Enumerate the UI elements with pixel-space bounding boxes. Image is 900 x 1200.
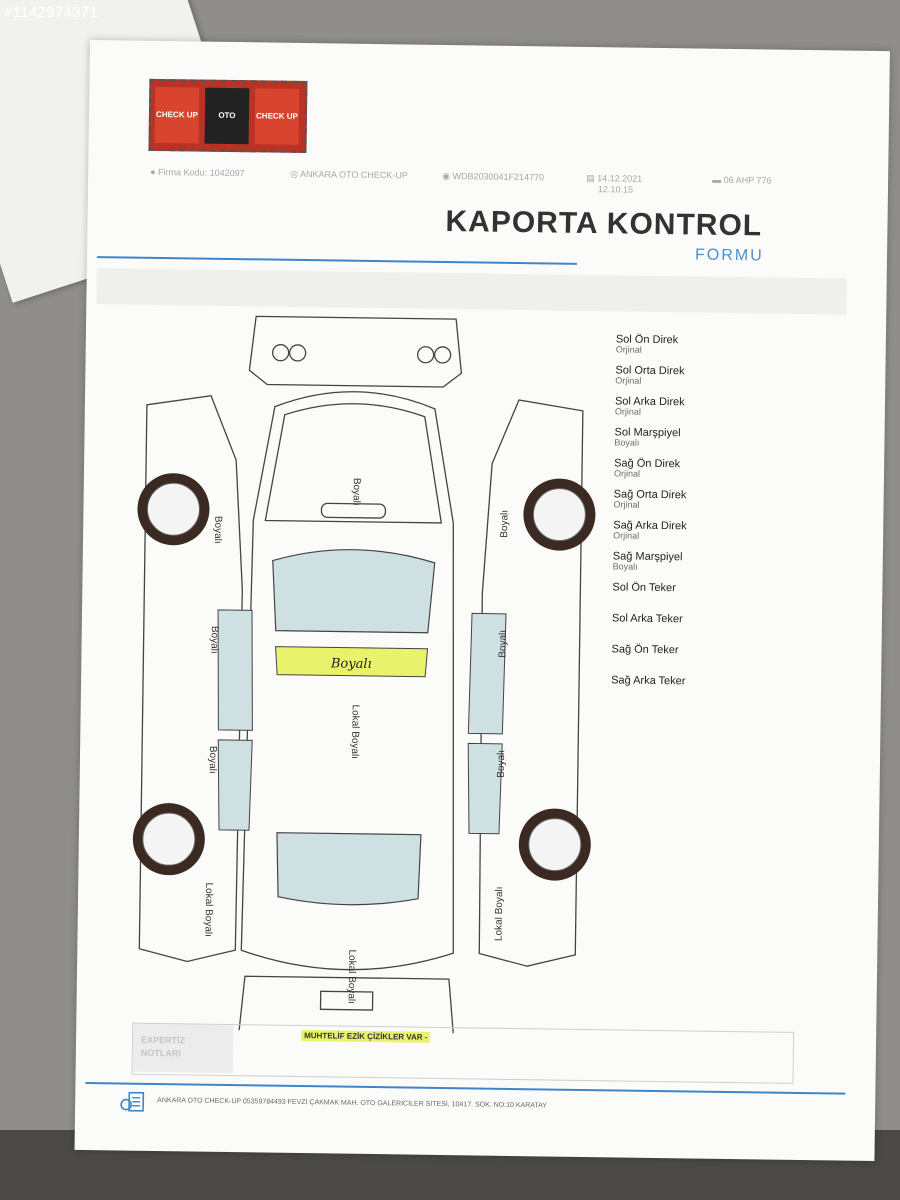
- legend-item: Sol Arka Teker: [611, 612, 683, 626]
- windshield: [272, 549, 436, 634]
- roof-front-highlight: [275, 646, 429, 678]
- notes-text: MUHTELİF EZİK ÇİZİKLER VAR -: [301, 1030, 431, 1043]
- photo-id-watermark: #1142974371: [4, 4, 98, 21]
- firma-kodu: ● Firma Kodu: 1042097: [150, 166, 245, 179]
- inspection-form-sheet: CHECK UP OTO CHECK UP CHECK UP ● Firma K…: [74, 40, 890, 1162]
- rear-bumper: [237, 975, 455, 1036]
- label-right-rear-fender: Lokal Boyalı: [493, 886, 505, 941]
- legend-item: Sağ Ön Teker: [611, 643, 679, 657]
- logo-panel-mid: OTO CHECK UP: [204, 87, 250, 176]
- headlight-left: [272, 344, 290, 362]
- rear-window: [276, 832, 422, 906]
- front-bumper: [248, 315, 463, 388]
- label-right-rear-door: Boyalı: [496, 750, 507, 778]
- label-left-rear-fender: Lokal Boyalı: [202, 882, 214, 937]
- legend-item: Sağ Arka Teker: [611, 674, 686, 688]
- label-trunk: Lokal Boyalı: [346, 949, 358, 1004]
- right-front-window: [467, 612, 507, 735]
- footer-address: ANKARA OTO CHECK-UP 05359784493 FEVZİ ÇA…: [157, 1097, 548, 1110]
- label-roof-front: Boyalı: [330, 656, 372, 672]
- headlight-right: [416, 346, 435, 364]
- company-name: ◎ ANKARA OTO CHECK-UP: [290, 168, 408, 181]
- company-logo: CHECK UP OTO CHECK UP CHECK UP: [148, 78, 308, 176]
- label-roof: Lokal Boyalı: [349, 704, 361, 759]
- header-info-row: ● Firma Kodu: 1042097 ◎ ANKARA OTO CHECK…: [150, 166, 810, 195]
- label-left-front-fender: Boyalı: [212, 516, 223, 544]
- page-subtitle: FORMU: [694, 246, 764, 265]
- legend-item: Sol Ön Teker: [612, 581, 676, 595]
- left-rear-window: [217, 739, 253, 831]
- label-left-front-door: Boyalı: [208, 626, 219, 654]
- label-right-front-door: Boyalı: [497, 630, 508, 658]
- header-band: [96, 268, 847, 315]
- footer-divider: [85, 1082, 846, 1095]
- title-divider: [96, 256, 577, 265]
- right-rear-window: [467, 742, 503, 835]
- logo-panel-right: CHECK UP: [254, 88, 300, 145]
- wheels: [132, 473, 596, 881]
- left-front-window: [217, 609, 253, 731]
- label-right-front-fender: Boyalı: [499, 510, 510, 538]
- label-hood: Boyalı: [351, 478, 362, 506]
- page-title: KAPORTA KONTROL: [445, 204, 763, 243]
- car-body-diagram: Boyalı Boyalı Boyalı Boyalı Lokal Boyalı…: [132, 315, 596, 1036]
- logo-panel-left: CHECK UP: [154, 86, 200, 144]
- top-view-body: [240, 391, 454, 971]
- plate-number: ▬ 06 AHP 776: [712, 174, 772, 186]
- vin-number: ◉ WDB2030041F214770: [442, 170, 545, 183]
- location-document-icon: [120, 1091, 145, 1112]
- label-left-rear-door: Boyalı: [207, 746, 218, 774]
- hood: [264, 403, 443, 524]
